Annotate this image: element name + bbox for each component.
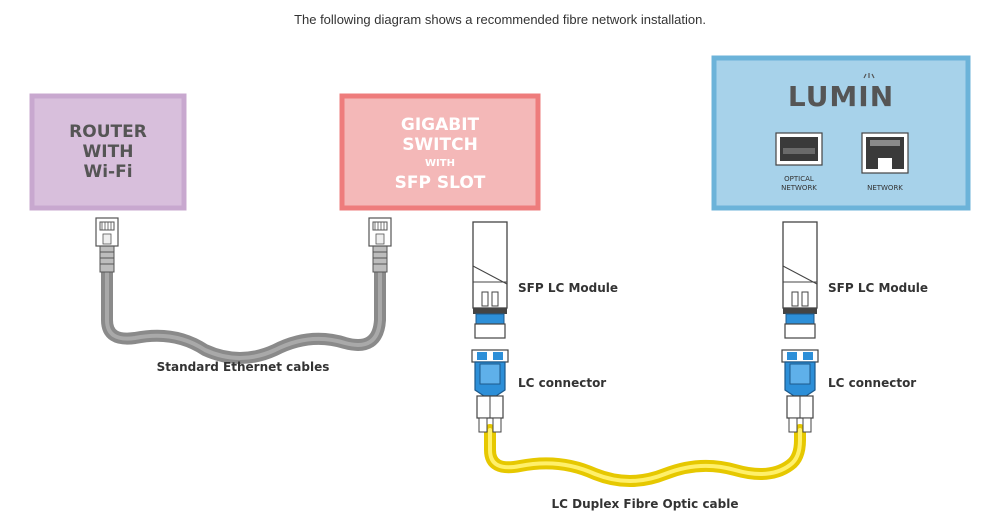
lc-connector-right-icon (781, 349, 819, 433)
lc-connector-left-label: LC connector (518, 376, 606, 390)
fibre-cable-label: LC Duplex Fibre Optic cable (551, 497, 738, 511)
router-title-line2: WITH (83, 142, 134, 162)
rj45-plug-router-icon (95, 217, 119, 273)
switch-title-line3: WITH (425, 158, 455, 169)
lumin-logo-rays (863, 73, 875, 79)
switch-box: GIGABIT SWITCH WITH SFP SLOT (339, 93, 541, 211)
sfp-module-right-icon (782, 221, 818, 339)
lumin-logo: LUMIN (788, 80, 894, 113)
lumin-device-box: LUMIN OPTICAL NETWORK NETWORK (711, 55, 971, 211)
router-box: ROUTER WITH Wi-Fi (29, 93, 187, 211)
lc-connector-right-label: LC connector (828, 376, 916, 390)
router-title-line3: Wi-Fi (83, 162, 132, 182)
optical-port-icon (775, 132, 823, 166)
ethernet-cable (101, 264, 386, 364)
ethernet-cables-label: Standard Ethernet cables (157, 360, 330, 374)
diagram-caption: The following diagram shows a recommende… (294, 12, 706, 27)
switch-title-line1: GIGABIT (401, 115, 480, 135)
optical-port-label-line2: NETWORK (781, 184, 817, 192)
router-title-line1: ROUTER (69, 122, 147, 142)
sfp-module-right-label: SFP LC Module (828, 281, 928, 295)
rj45-plug-switch-icon (368, 217, 392, 273)
sfp-module-left-label: SFP LC Module (518, 281, 618, 295)
network-port-label: NETWORK (867, 184, 903, 192)
switch-title-line2: SWITCH (402, 135, 478, 155)
network-port-icon (861, 132, 909, 174)
sfp-module-left-icon (472, 221, 508, 339)
lc-connector-left-icon (471, 349, 509, 433)
switch-title-line4: SFP SLOT (395, 173, 486, 193)
optical-port-label-line1: OPTICAL (784, 175, 814, 183)
